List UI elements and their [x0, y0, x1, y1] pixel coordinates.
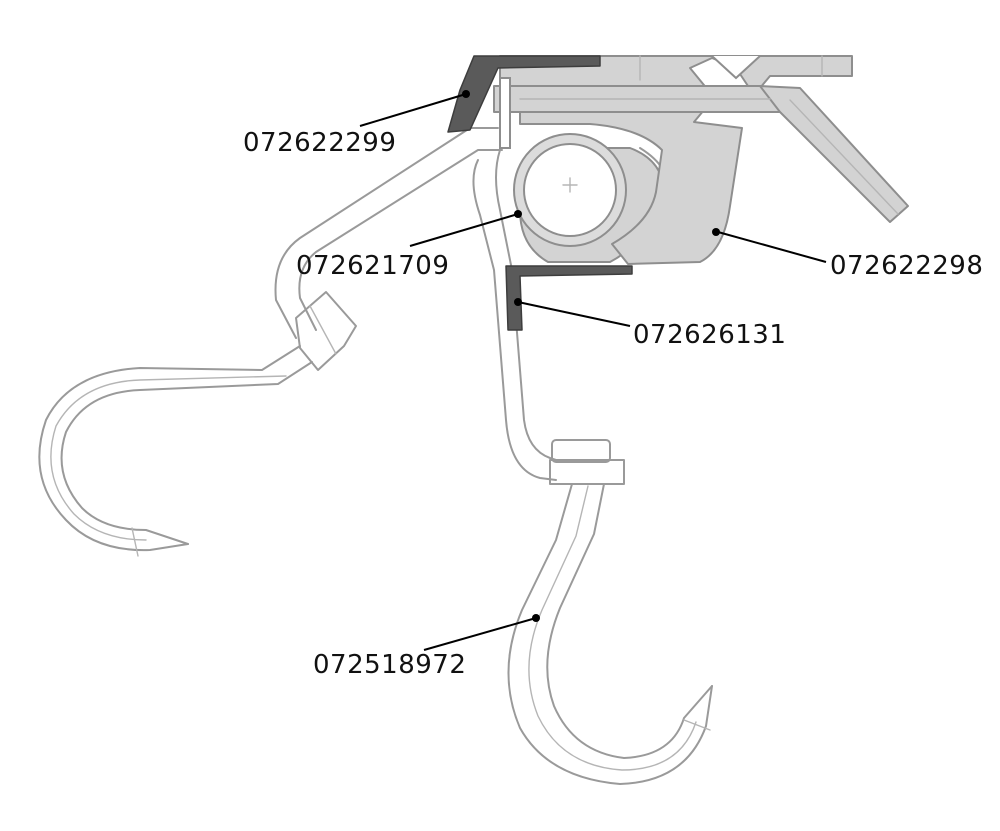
part-label-072622298: 072622298 [830, 251, 983, 281]
part-label-072626131: 072626131 [633, 320, 786, 350]
dark-bracket-072626131 [505, 265, 633, 331]
lower-hook-072518972 [472, 149, 713, 785]
upper-left-hook [38, 127, 503, 557]
part-label-072518972: 072518972 [313, 650, 466, 680]
part-label-072621709: 072621709 [296, 251, 449, 281]
trolley-body-072622298 [493, 55, 909, 265]
leader-lines [359, 90, 827, 651]
part-label-072622299: 072622299 [243, 128, 396, 158]
